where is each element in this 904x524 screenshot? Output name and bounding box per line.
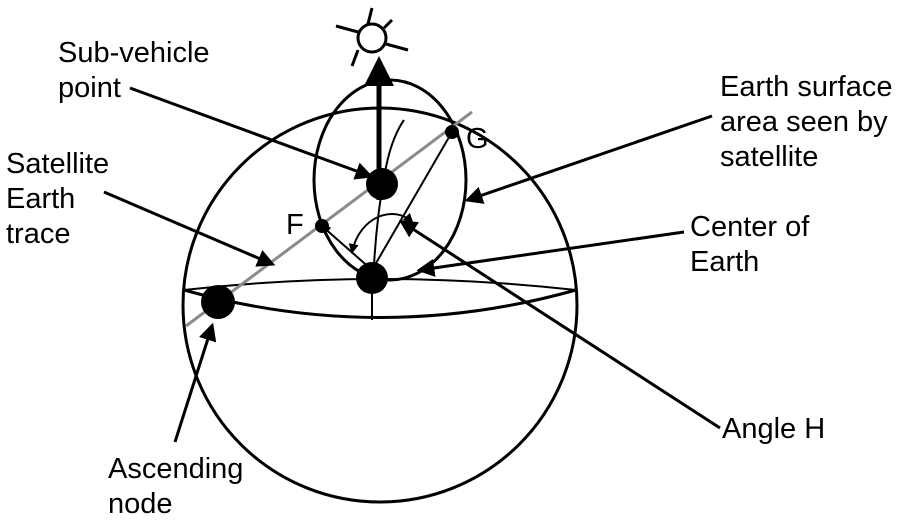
label-earth-surface-area: Earth surface area seen by satellite	[720, 70, 892, 175]
point-g-dot	[445, 125, 459, 139]
label-line: Center of	[690, 211, 810, 243]
label-line: satellite	[720, 141, 819, 173]
label-line: node	[108, 488, 173, 520]
sub-vehicle-point-dot	[366, 168, 398, 200]
label-ascending-node: Ascending node	[108, 452, 243, 522]
radius-to-f	[320, 224, 373, 271]
angle-h-arc	[348, 212, 414, 254]
label-line: Earth	[6, 183, 76, 215]
leader-center-of-earth	[416, 230, 685, 277]
leader-angle-h	[398, 220, 721, 430]
satellite-trace-line	[185, 110, 473, 328]
label-line: area seen by	[720, 106, 888, 138]
label-line: Satellite	[6, 148, 110, 180]
label-line: point	[58, 72, 121, 104]
center-of-earth-dot	[356, 262, 388, 294]
label-line: Earth surface	[720, 71, 893, 103]
label-angle-h: Angle H	[722, 413, 826, 445]
label-center-of-earth: Center of Earth	[690, 210, 809, 280]
label-line: Ascending	[108, 453, 244, 485]
ascending-node-dot	[201, 285, 235, 319]
equator-front-arc	[183, 288, 577, 319]
label-point-f: F	[286, 209, 304, 241]
leader-satellite-trace	[103, 190, 276, 267]
label-line: Sub-vehicle	[58, 37, 210, 69]
label-line: trace	[6, 218, 71, 250]
label-sub-vehicle-point: Sub-vehicle point	[58, 36, 210, 106]
label-point-g: G	[466, 123, 489, 155]
leader-sub-vehicle	[129, 86, 374, 180]
label-satellite-earth-trace: Satellite Earth trace	[6, 147, 109, 252]
radius-to-g	[371, 131, 453, 271]
point-f-dot	[315, 219, 329, 233]
label-line: Earth	[690, 246, 760, 278]
leader-ascending-node	[173, 322, 217, 443]
satellite-icon	[335, 7, 409, 67]
leader-earth-surface	[464, 114, 713, 204]
